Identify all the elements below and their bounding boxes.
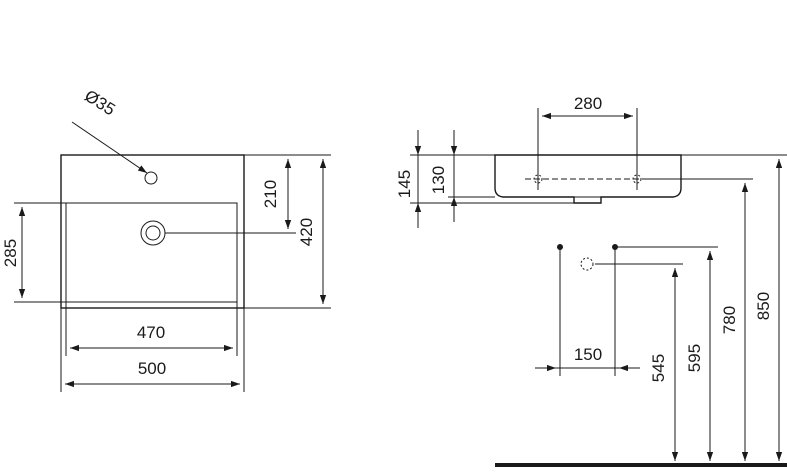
drain-inner [145, 225, 161, 241]
dim-280-label: 280 [574, 94, 602, 113]
waste-outlet [580, 257, 594, 271]
dim-500-label: 500 [138, 359, 166, 378]
top-view: Ø35 210 420 285 470 500 [1, 86, 331, 392]
dim-780-label: 780 [720, 306, 739, 334]
dim-285-label: 285 [1, 239, 20, 267]
fixing-hole [533, 174, 543, 184]
dim-850-label: 850 [754, 292, 773, 320]
basin-bowl [65, 202, 238, 303]
basin-outline [60, 154, 245, 309]
dim-595-label: 595 [685, 344, 704, 372]
basin-side-profile [494, 154, 682, 204]
side-view: 280 145 130 150 545 595 [395, 94, 787, 467]
hole-leader [71, 121, 148, 174]
fixing-hole [632, 174, 642, 184]
dim-210-label: 210 [261, 180, 280, 208]
dim-130-label: 130 [429, 166, 448, 194]
dim-545-label: 545 [649, 354, 668, 382]
drain-outer [140, 220, 166, 246]
tap-hole [144, 171, 158, 185]
hole-diameter-label: Ø35 [81, 86, 118, 119]
dim-470-label: 470 [137, 323, 165, 342]
dim-420-label: 420 [297, 218, 316, 246]
dim-145-label: 145 [395, 170, 414, 198]
dim-150-label: 150 [574, 345, 602, 364]
